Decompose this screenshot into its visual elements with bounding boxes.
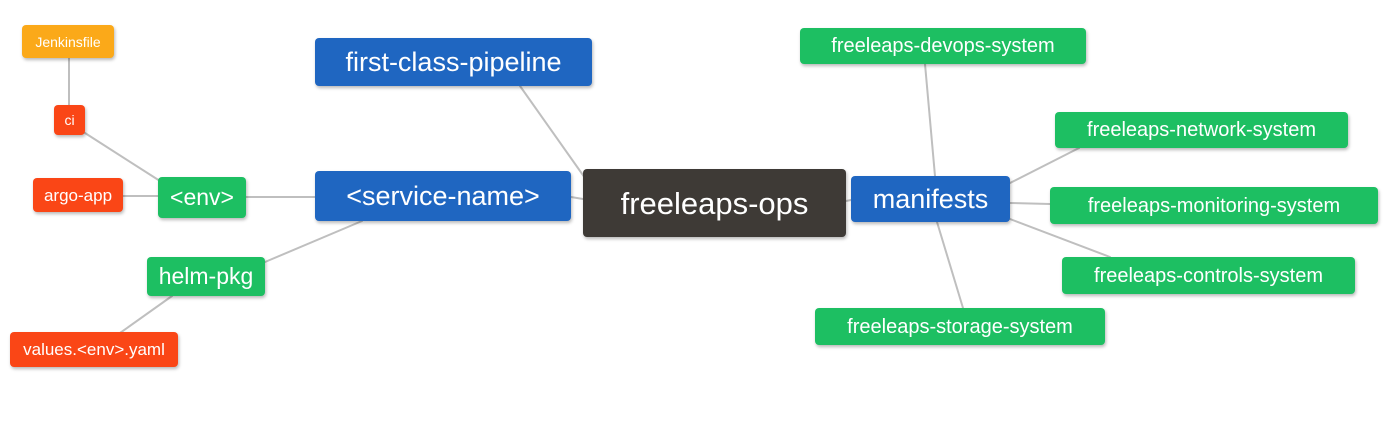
node-label-service-name: <service-name> — [346, 180, 540, 211]
edge-manifests-to-freeleaps-controls-system — [1009, 218, 1111, 258]
mindmap-node-argo-app[interactable]: argo-app — [33, 178, 123, 212]
mindmap-node-ci[interactable]: ci — [54, 105, 85, 135]
edge-freeleaps-ops-to-service-name — [570, 196, 584, 200]
mindmap-node-first-class-pipeline[interactable]: first-class-pipeline — [315, 38, 592, 86]
mindmap-node-freeleaps-network-system[interactable]: freeleaps-network-system — [1055, 112, 1348, 148]
mindmap-node-jenkinsfile[interactable]: Jenkinsfile — [22, 25, 114, 58]
node-label-values-env-yaml: values.<env>.yaml — [23, 340, 165, 359]
node-label-freeleaps-monitoring-system: freeleaps-monitoring-system — [1087, 194, 1341, 217]
edge-manifests-to-freeleaps-monitoring-system — [1009, 202, 1051, 205]
edge-env-to-ci — [84, 132, 161, 182]
mindmap-node-service-name[interactable]: <service-name> — [315, 171, 571, 221]
edge-manifests-to-freeleaps-network-system — [1009, 147, 1080, 184]
mindmap-node-freeleaps-monitoring-system[interactable]: freeleaps-monitoring-system — [1050, 187, 1378, 224]
node-label-freeleaps-controls-system: freeleaps-controls-system — [1094, 264, 1323, 287]
edge-helm-pkg-to-values-env-yaml — [119, 295, 173, 334]
node-label-freeleaps-ops: freeleaps-ops — [620, 185, 809, 221]
edge-manifests-to-freeleaps-storage-system — [936, 221, 964, 309]
node-label-helm-pkg: helm-pkg — [158, 263, 254, 289]
edge-manifests-to-freeleaps-devops-system — [924, 63, 936, 177]
node-label-argo-app: argo-app — [43, 185, 113, 205]
node-label-freeleaps-devops-system: freeleaps-devops-system — [831, 35, 1055, 57]
mindmap-node-manifests[interactable]: manifests — [851, 176, 1010, 222]
node-label-first-class-pipeline: first-class-pipeline — [345, 46, 562, 77]
mindmap-node-values-env-yaml[interactable]: values.<env>.yaml — [10, 332, 178, 367]
mindmap-node-env[interactable]: <env> — [158, 177, 246, 218]
mindmap-node-freeleaps-devops-system[interactable]: freeleaps-devops-system — [800, 28, 1086, 64]
edge-freeleaps-ops-to-first-class-pipeline — [519, 85, 586, 179]
node-label-ci: ci — [64, 112, 75, 128]
mindmap-node-freeleaps-ops[interactable]: freeleaps-ops — [583, 169, 846, 237]
node-label-jenkinsfile: Jenkinsfile — [35, 33, 101, 50]
node-label-freeleaps-storage-system: freeleaps-storage-system — [847, 315, 1073, 338]
mindmap-node-freeleaps-storage-system[interactable]: freeleaps-storage-system — [815, 308, 1105, 345]
edge-service-name-to-helm-pkg — [264, 220, 363, 263]
mindmap-node-freeleaps-controls-system[interactable]: freeleaps-controls-system — [1062, 257, 1355, 294]
mindmap-node-helm-pkg[interactable]: helm-pkg — [147, 257, 265, 296]
node-label-manifests: manifests — [872, 183, 989, 214]
node-label-freeleaps-network-system: freeleaps-network-system — [1087, 119, 1316, 141]
node-label-env: <env> — [170, 184, 234, 210]
